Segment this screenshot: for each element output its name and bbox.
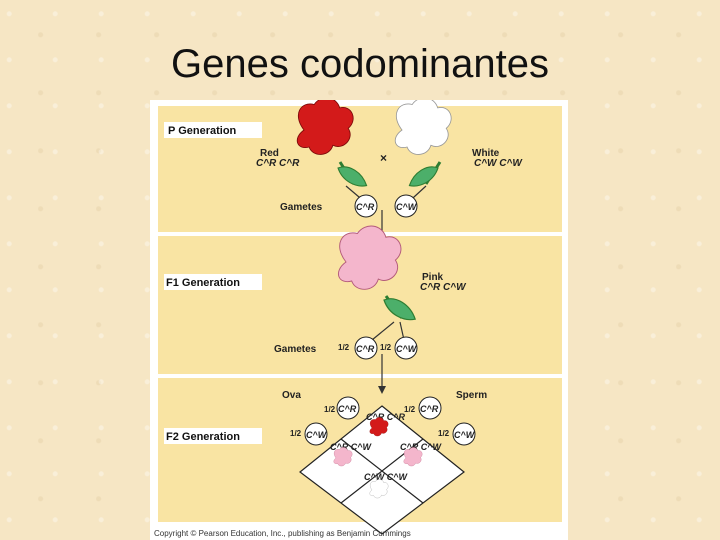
figure-svg: P Generation Red C^R C^R × White C^W C^W… (154, 100, 562, 538)
ova-fraction-1: 1/2 (324, 405, 336, 414)
p-gamete-red: C^R (356, 202, 375, 212)
cell-top-genotype: C^R C^R (366, 412, 406, 422)
sperm-label: Sperm (456, 390, 487, 401)
f1-gamete-white: C^W (396, 344, 418, 354)
cell-right-genotype: C^R C^W (400, 442, 443, 452)
f1-fraction-2: 1/2 (380, 343, 392, 352)
slide-title: Genes codominantes (170, 42, 549, 86)
cell-bottom-genotype: C^W C^W (364, 472, 409, 482)
f1-gametes-label: Gametes (274, 344, 317, 355)
ova-label: Ova (282, 390, 301, 401)
cell-left-genotype: C^R C^W (330, 442, 373, 452)
white-flower-icon (394, 100, 452, 187)
sperm-allele-1: C^R (420, 404, 439, 414)
red-label: Red (260, 148, 279, 159)
f1-gamete-red: C^R (356, 344, 375, 354)
white-label: White (472, 148, 500, 159)
f2-generation-title: F2 Generation (166, 431, 240, 443)
copyright-text: Copyright © Pearson Education, Inc., pub… (154, 529, 411, 538)
pink-flower-icon (337, 225, 416, 321)
white-genotype: C^W C^W (474, 158, 523, 169)
genetics-figure: P Generation Red C^R C^R × White C^W C^W… (150, 100, 568, 540)
pink-genotype: C^R C^W (420, 282, 467, 293)
p-gamete-white: C^W (396, 202, 418, 212)
sperm-allele-2: C^W (454, 430, 476, 440)
ova-fraction-2: 1/2 (290, 429, 302, 438)
p-gametes-label: Gametes (280, 202, 323, 213)
sperm-fraction-1: 1/2 (404, 405, 416, 414)
f1-fraction-1: 1/2 (338, 343, 350, 352)
pink-label: Pink (422, 272, 444, 283)
p-generation-title: P Generation (168, 125, 237, 137)
f1-generation-title: F1 Generation (166, 277, 240, 289)
punnett-square (299, 405, 465, 535)
red-flower-icon (296, 100, 368, 187)
red-genotype: C^R C^R (256, 158, 300, 169)
sperm-fraction-2: 1/2 (438, 429, 450, 438)
ova-allele-2: C^W (306, 430, 328, 440)
ova-allele-1: C^R (338, 404, 357, 414)
cross-symbol: × (380, 151, 387, 165)
